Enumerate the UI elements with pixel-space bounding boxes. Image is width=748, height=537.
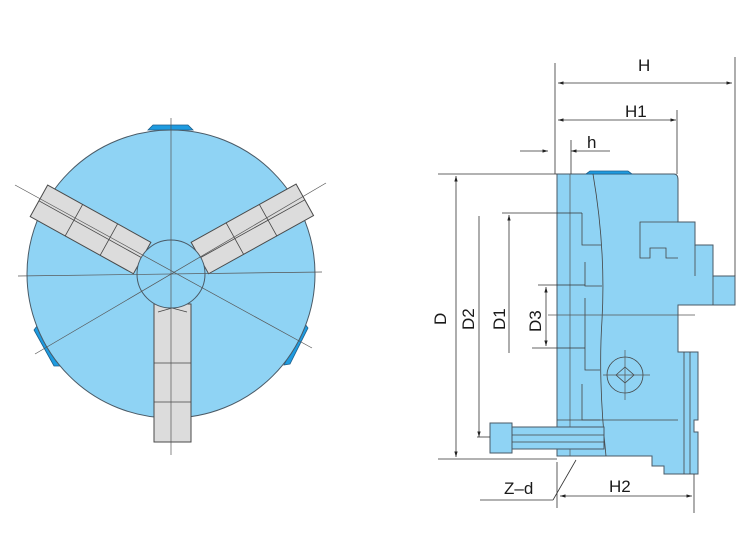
label-h: h	[587, 133, 596, 152]
dimension-H1: H1	[558, 102, 678, 174]
dimension-H: H	[554, 56, 736, 276]
front-center-lines	[14, 118, 327, 455]
dimension-D2: D2	[459, 216, 490, 438]
top-accent-block	[147, 124, 194, 131]
label-H: H	[638, 56, 650, 75]
front-view	[14, 118, 327, 455]
label-D3: D3	[526, 310, 545, 332]
jaw-upper-left	[29, 184, 152, 275]
label-D: D	[431, 313, 450, 325]
mounting-bolt	[489, 422, 605, 454]
side-top-accent	[584, 170, 634, 175]
label-H2: H2	[609, 477, 631, 496]
dimension-H2: H2	[556, 462, 695, 513]
label-D2: D2	[459, 308, 478, 330]
dimension-D: D	[431, 173, 557, 460]
side-view: H H1 h D D2	[431, 56, 736, 513]
label-Zd: Z–d	[504, 479, 533, 498]
dimension-h: h	[520, 133, 610, 174]
key-socket	[603, 350, 650, 400]
dimension-D1: D1	[490, 212, 582, 353]
dimension-D3: D3	[526, 284, 585, 349]
jaw-bottom	[153, 303, 192, 443]
label-D1: D1	[490, 308, 509, 330]
dimension-Zd: Z–d	[480, 459, 577, 501]
label-H1: H1	[625, 102, 647, 121]
